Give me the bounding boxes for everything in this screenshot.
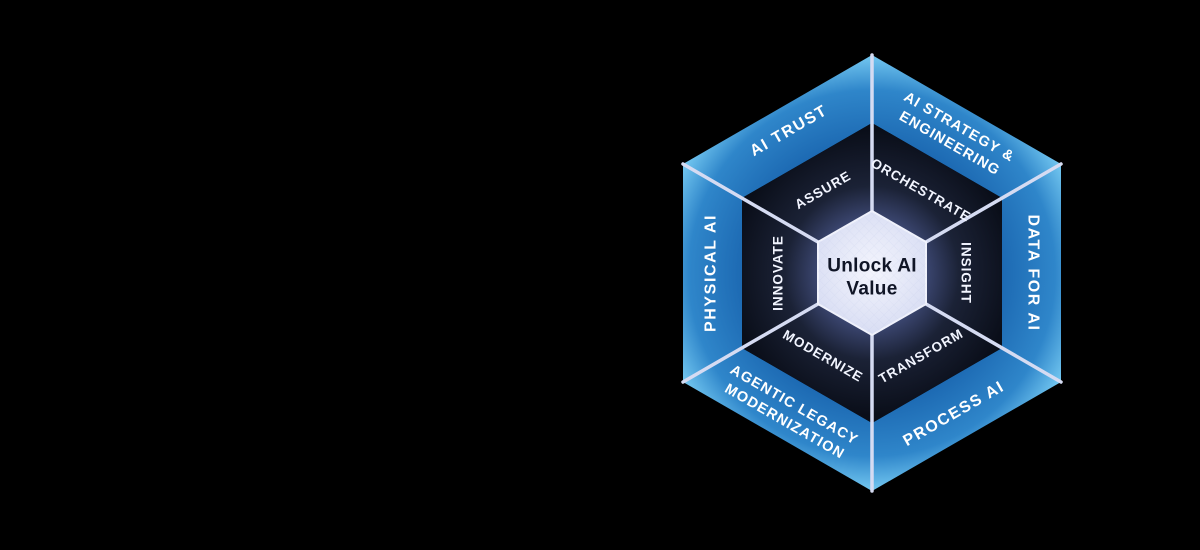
inner-segment-insight [926,198,1002,348]
segment-separator [681,162,820,244]
outer-segment-ai-strategy-engineering [872,55,1061,198]
center-label-line2: Value [846,279,897,300]
center-hexagon-texture [818,211,926,335]
outer-segment-data-for-ai [1002,164,1061,382]
label-physical-ai: PHYSICAL AI [703,214,720,332]
inner-segment-orchestrate [872,123,1002,242]
segment-separator [681,302,820,384]
inner-segment-innovate [742,198,818,348]
inner-segment-assure [742,123,872,242]
outer-segment-physical-ai [683,164,742,382]
outer-segment-ai-trust [683,55,872,198]
outer-segment-process-ai [872,348,1061,491]
outer-segment-agentic-legacy-modernization [683,348,872,491]
label-innovate: INNOVATE [771,235,786,311]
segment-separator [924,302,1063,384]
inner-segment-transform [872,304,1002,423]
inner-segment-modernize [742,304,872,423]
label-insight: INSIGHT [959,242,974,304]
outer-ring [683,55,1061,491]
segment-separators [681,53,1063,493]
center-label-line1: Unlock AI [827,256,917,277]
segment-separator [924,162,1063,244]
label-data-for-ai: DATA FOR AI [1025,214,1042,331]
inner-ring [742,123,1002,423]
